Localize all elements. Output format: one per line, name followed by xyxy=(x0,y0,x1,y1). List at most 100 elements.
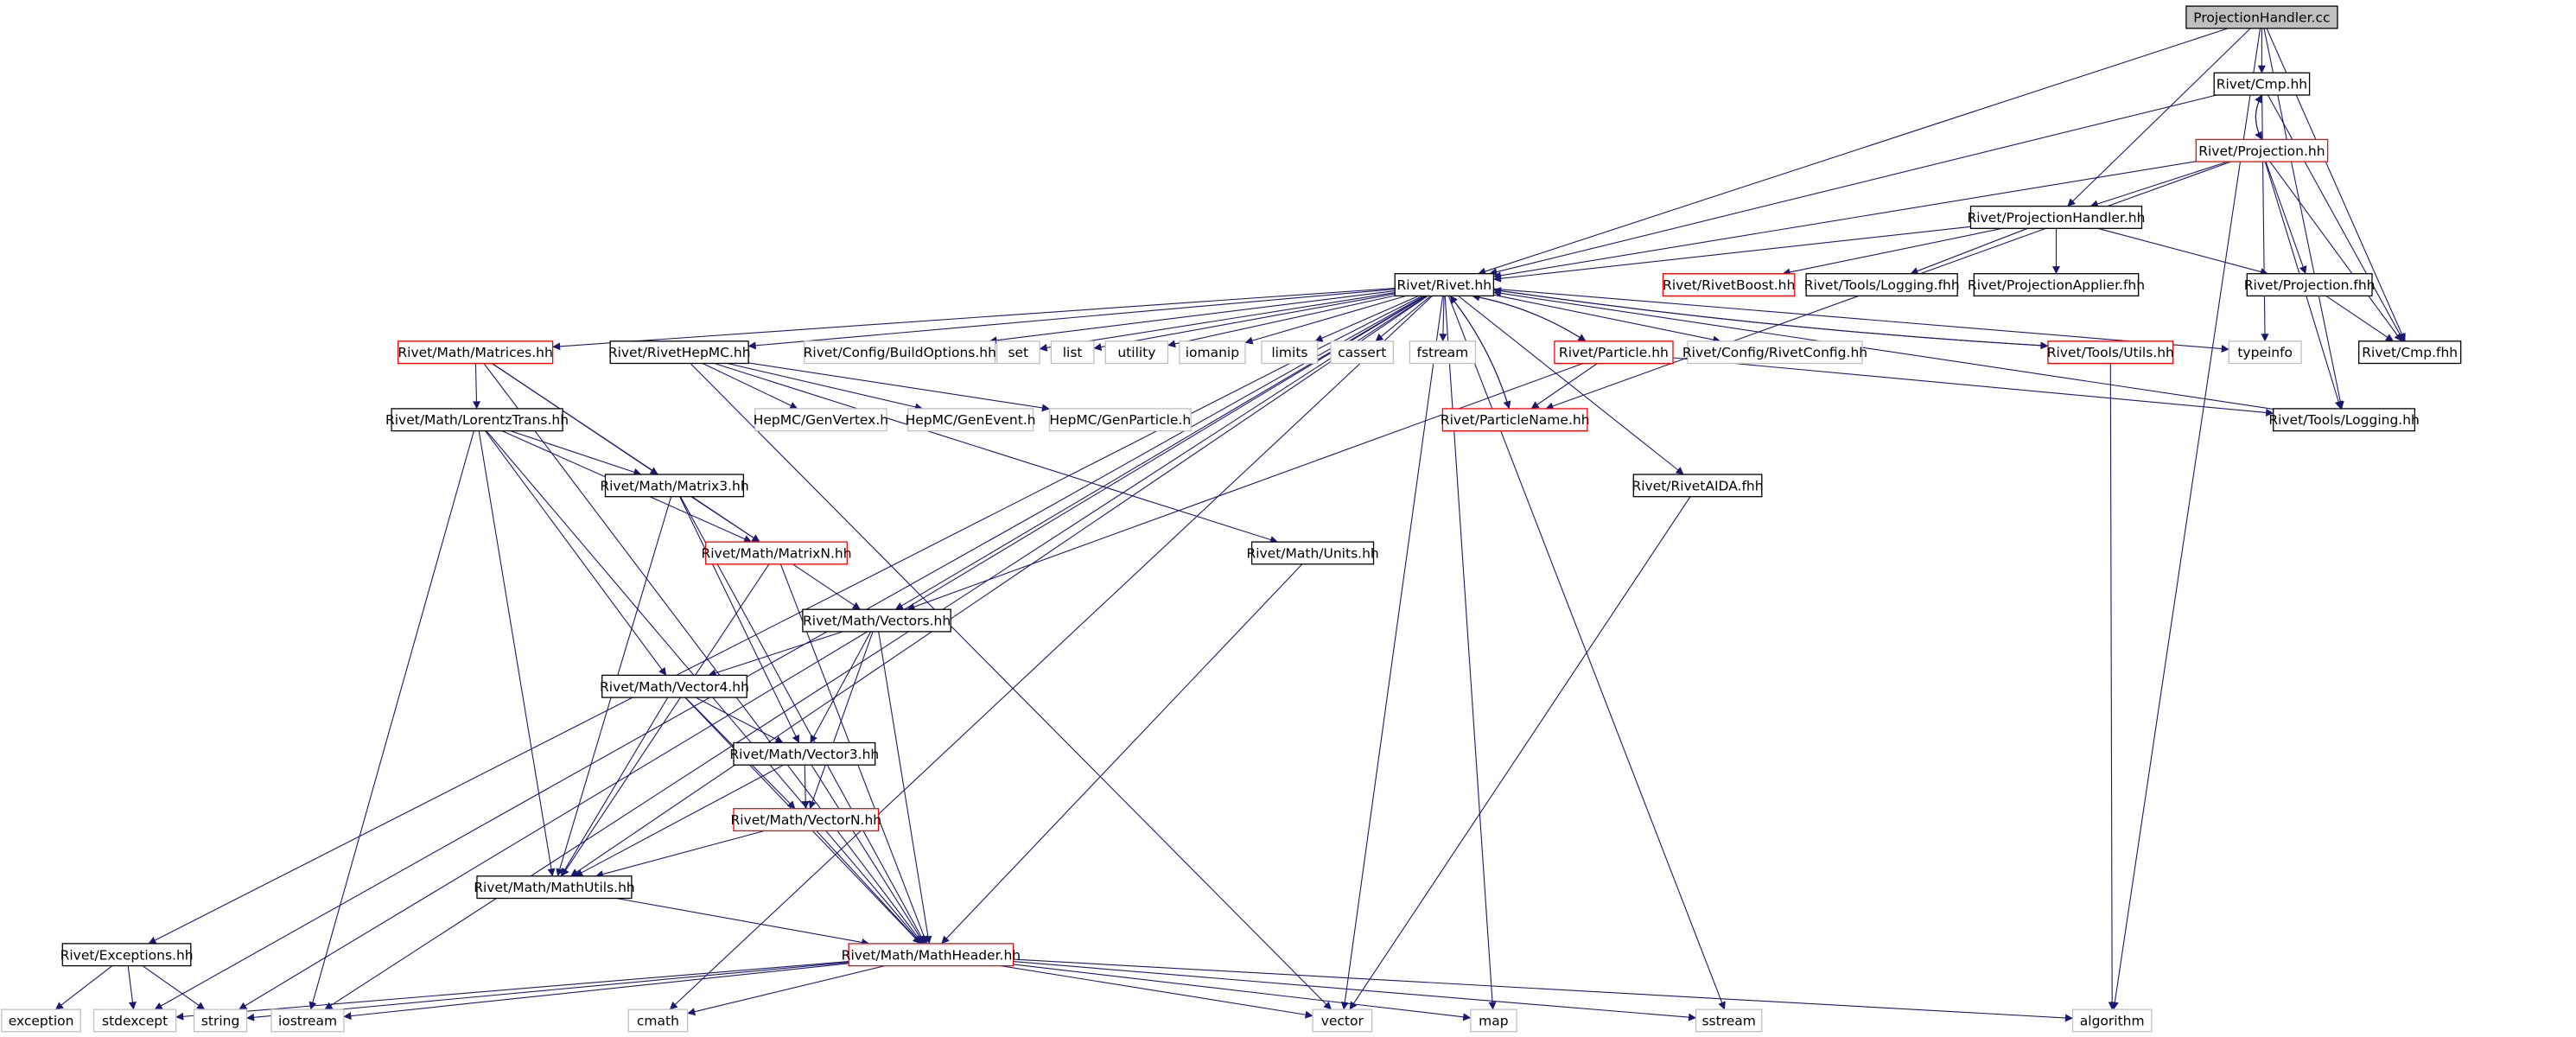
node-vectors[interactable]: Rivet/Math/Vectors.hh xyxy=(802,608,951,633)
node-box xyxy=(2358,340,2462,365)
node-matrixn[interactable]: Rivet/Math/MatrixN.hh xyxy=(701,541,852,565)
node-proj[interactable]: Rivet/Projection.hh xyxy=(2195,138,2329,162)
node-label: Rivet/Math/Matrix3.hh xyxy=(600,478,748,493)
node-label: exception xyxy=(9,1014,74,1029)
node-label: Rivet/Exceptions.hh xyxy=(60,947,194,963)
edge-line xyxy=(941,563,1303,945)
node-toolsutils[interactable]: Rivet/Tools/Utils.hh xyxy=(2047,340,2174,365)
edge-root-to-projhandler xyxy=(2067,28,2251,207)
node-vector: vector xyxy=(1312,1008,1373,1033)
edge-line xyxy=(1492,289,2274,410)
edge-line xyxy=(1910,227,2028,275)
edge-line xyxy=(792,563,861,610)
edge-line xyxy=(343,963,849,1021)
node-label: Rivet/Tools/Logging.hh xyxy=(2268,412,2420,428)
edge-line xyxy=(1458,295,1684,475)
edge-cmp-to-typeinfo xyxy=(2261,94,2269,342)
edge-line xyxy=(1244,295,1407,345)
edge-line xyxy=(1472,293,1587,342)
edge-matrices-to-lorentz xyxy=(473,363,481,410)
edge-vectors-to-vectorn xyxy=(808,631,874,810)
node-rivet[interactable]: Rivet/Rivet.hh xyxy=(1394,273,1495,297)
node-label: Rivet/Config/BuildOptions.hh xyxy=(804,345,996,360)
edge-line xyxy=(1013,964,1472,1021)
node-vectorn[interactable]: Rivet/Math/VectorN.hh xyxy=(730,808,881,832)
edge-line xyxy=(148,295,1423,945)
node-box xyxy=(1409,340,1477,365)
node-units[interactable]: Rivet/Math/Units.hh xyxy=(1246,541,1379,565)
edge-matrix3-to-vector3 xyxy=(679,496,800,743)
node-cmp[interactable]: Rivet/Cmp.hh xyxy=(2213,72,2311,96)
edge-vectorn-to-mathutils xyxy=(595,830,765,878)
edge-rivetaida-to-vector xyxy=(1349,496,1691,1010)
edge-matrixn-to-vectors xyxy=(792,563,861,610)
node-label: Rivet/Cmp.fhh xyxy=(2362,345,2458,360)
edge-line xyxy=(894,295,1426,610)
node-rivetaida[interactable]: Rivet/RivetAIDA.fhh xyxy=(1631,474,1764,498)
node-projapplier[interactable]: Rivet/ProjectionApplier.fhh xyxy=(1968,273,2145,297)
edge-mathheader-to-stdexcept xyxy=(175,961,849,1021)
node-box xyxy=(2246,273,2373,297)
node-box xyxy=(733,741,876,766)
node-label: Rivet/RivetBoost.hh xyxy=(1663,277,1795,293)
edge-rivet-to-cmath xyxy=(669,295,1433,1010)
edge-line xyxy=(2325,295,2394,342)
node-label: iostream xyxy=(278,1014,337,1029)
edge-projhandler-to-rivet xyxy=(1492,226,1971,283)
node-label: Rivet/RivetAIDA.fhh xyxy=(1631,478,1763,493)
edge-vectors-to-mathheader xyxy=(878,631,932,945)
edge-proj-to-cmpfhh xyxy=(2269,161,2402,342)
edge-rivet-to-limits xyxy=(1314,295,1420,342)
edge-line xyxy=(2089,161,2228,208)
node-mathheader[interactable]: Rivet/Math/MathHeader.hh xyxy=(842,943,1021,967)
node-toolslogging[interactable]: Rivet/Tools/Logging.hh xyxy=(2268,408,2420,432)
node-box xyxy=(733,808,880,832)
node-box xyxy=(2213,72,2311,96)
edge-line xyxy=(1493,289,2049,350)
node-exceptions[interactable]: Rivet/Exceptions.hh xyxy=(60,943,194,967)
edge-line xyxy=(2108,363,2116,1010)
node-projfhh[interactable]: Rivet/Projection.fhh xyxy=(2244,273,2376,297)
edge-rivet-to-utility xyxy=(1167,295,1396,348)
node-label: Rivet/Tools/Logging.fhh xyxy=(1804,277,1960,293)
node-lorentz[interactable]: Rivet/Math/LorentzTrans.hh xyxy=(385,408,569,432)
edge-line xyxy=(2269,161,2402,342)
edge-proj-to-cmp xyxy=(2255,94,2262,140)
node-mathutils[interactable]: Rivet/Math/MathUtils.hh xyxy=(474,875,635,900)
node-matrices[interactable]: Rivet/Math/Matrices.hh xyxy=(398,340,554,365)
edge-line xyxy=(1493,288,2229,353)
edge-rivet-to-fstream xyxy=(1439,296,1447,342)
node-label: Rivet/Projection.hh xyxy=(2198,143,2325,159)
node-label: cassert xyxy=(1338,345,1386,360)
edge-line xyxy=(2097,227,2268,276)
node-cmpfhh[interactable]: Rivet/Cmp.fhh xyxy=(2358,340,2462,365)
edge-line xyxy=(878,631,932,945)
node-particlename[interactable]: Rivet/ParticleName.hh xyxy=(1441,408,1590,432)
node-box xyxy=(1104,340,1169,365)
node-list: list xyxy=(1050,340,1095,365)
node-rivethepmc[interactable]: Rivet/RivetHepMC.hh xyxy=(608,340,751,365)
edge-line xyxy=(154,295,1425,1010)
edge-line xyxy=(595,830,765,878)
node-root[interactable]: ProjectionHandler.cc xyxy=(2185,5,2338,29)
edge-rivet-to-toolsutils xyxy=(1493,289,2049,350)
node-box xyxy=(270,1008,345,1033)
edge-lorentz-to-mathutils xyxy=(478,430,556,877)
node-string: string xyxy=(193,1008,248,1033)
node-vector4[interactable]: Rivet/Math/Vector4.hh xyxy=(600,674,749,698)
node-box xyxy=(193,1008,248,1033)
node-rivetboost[interactable]: Rivet/RivetBoost.hh xyxy=(1662,273,1796,297)
edge-line xyxy=(570,295,1428,877)
node-algorithm: algorithm xyxy=(2071,1008,2153,1033)
edge-line xyxy=(1444,296,1497,1010)
node-particle[interactable]: Rivet/Particle.hh xyxy=(1554,340,1674,365)
node-label: Rivet/Math/VectorN.hh xyxy=(730,812,881,828)
node-projhandler[interactable]: Rivet/ProjectionHandler.hh xyxy=(1968,205,2146,229)
node-matrix3[interactable]: Rivet/Math/Matrix3.hh xyxy=(600,474,749,498)
node-toolslogfhh[interactable]: Rivet/Tools/Logging.fhh xyxy=(1804,273,1960,297)
node-box xyxy=(1250,541,1375,565)
node-label: Rivet/Config/RivetConfig.hh xyxy=(1682,345,1867,360)
node-vector3[interactable]: Rivet/Math/Vector3.hh xyxy=(729,741,879,766)
edge-projhandler-to-rivetboost xyxy=(1782,227,2003,277)
